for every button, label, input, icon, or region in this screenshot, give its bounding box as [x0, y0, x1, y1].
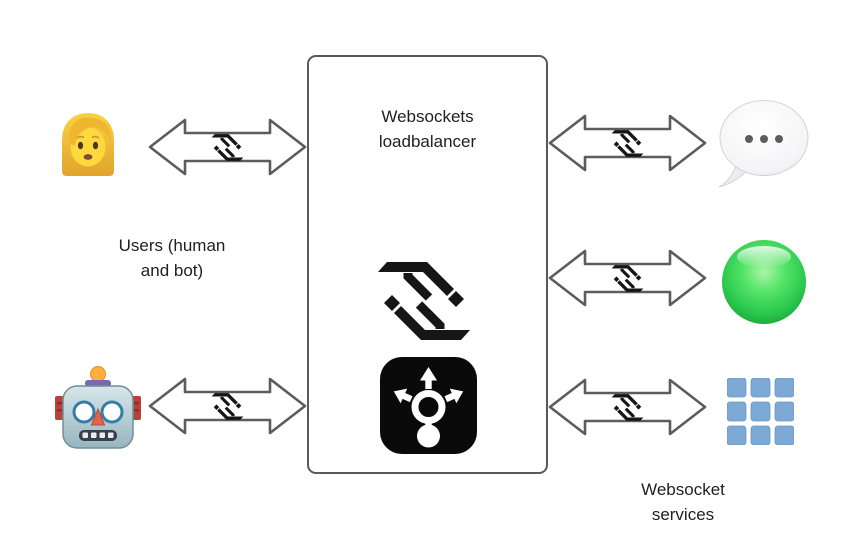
- service-grid-icon: [727, 378, 794, 445]
- websocket-glyph-icon: [210, 391, 245, 422]
- connection-loadbalancer-to-status: [548, 248, 707, 308]
- websocket-logo: [374, 256, 474, 346]
- websocket-glyph-icon: [610, 263, 645, 294]
- loadbalancer-title: Websockets loadbalancer: [378, 107, 477, 151]
- load-balancer-icon: [380, 357, 477, 454]
- websocket-glyph-icon: [210, 132, 245, 163]
- websocket-glyph-icon: [610, 128, 645, 159]
- speech-balloon-emoji: [718, 100, 809, 188]
- connection-loadbalancer-to-grid: [548, 377, 707, 437]
- green-circle-emoji: [722, 240, 806, 324]
- services-label: Websocket services: [641, 480, 725, 524]
- connection-human-to-loadbalancer: [148, 117, 307, 177]
- connection-loadbalancer-to-chat: [548, 113, 707, 173]
- users-label: Users (human and bot): [118, 236, 226, 280]
- woman-emoji: [62, 113, 114, 176]
- branching-arrows-icon: [393, 367, 464, 448]
- connection-bot-to-loadbalancer: [148, 376, 307, 436]
- websocket-glyph-icon: [610, 392, 645, 423]
- robot-emoji: [55, 366, 141, 449]
